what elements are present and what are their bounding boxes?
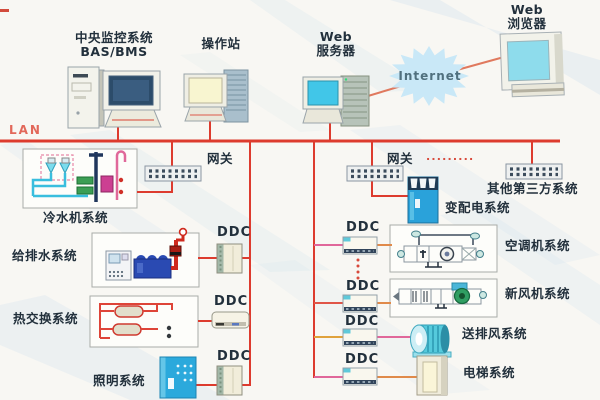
ddc-label-l3: DDC (217, 349, 252, 364)
ddc-label-r1: DDC (346, 220, 381, 235)
ddc-right-1 (342, 236, 378, 255)
ahu-diagram (397, 230, 484, 268)
lighting-panel (159, 356, 197, 399)
gateway-left-label: 网关 (207, 151, 234, 166)
third-party-device (504, 162, 564, 181)
chiller-diagram (31, 150, 127, 202)
ddc-label-r4: DDC (345, 352, 380, 367)
ddc-right-4 (342, 367, 378, 386)
ddc-left-2 (211, 311, 250, 329)
heat-diagram (99, 303, 173, 339)
freshair-diagram (393, 282, 487, 309)
ahu-label: 空调机系统 (505, 238, 571, 253)
third-party-label: 其他第三方系统 (487, 181, 579, 196)
exhaust-fan (410, 324, 452, 358)
power-label: 变配电系统 (445, 200, 511, 215)
elevator-label: 电梯系统 (463, 365, 516, 380)
gateway-dots: ......... (426, 150, 475, 163)
ddc-right-3 (342, 328, 378, 347)
exhaust-label: 送排风系统 (462, 326, 528, 341)
ddc-right-2 (342, 294, 378, 313)
web-browser-computer (499, 31, 565, 98)
web-server-computer (302, 75, 370, 127)
ddc-label-r2: DDC (346, 279, 381, 294)
water-diagram (105, 227, 188, 281)
ddc-left-3 (216, 365, 243, 396)
internet-label: Internet (398, 69, 462, 83)
lighting-label: 照明系统 (93, 373, 146, 388)
central-monitoring-computer (67, 66, 162, 129)
chiller-label: 冷水机系统 (43, 210, 109, 225)
ddc-label-l2: DDC (214, 294, 249, 309)
power-cabinet (407, 176, 439, 224)
ddc-label-l1: DDC (217, 225, 252, 240)
elevator-shaft (416, 355, 448, 396)
internet-cloud-shape (389, 46, 469, 106)
heat-label: 热交换系统 (13, 311, 79, 326)
water-label: 给排水系统 (12, 248, 78, 263)
operator-station-computer (183, 69, 249, 123)
gateway-right-device (345, 164, 405, 183)
ddc-branch-lines (314, 244, 417, 378)
ddc-label-r3: DDC (345, 314, 380, 329)
operator-station-label: 操作站 (201, 36, 241, 51)
gateway-right-label: 网关 (387, 151, 414, 166)
artifact-mark (0, 9, 9, 12)
ddc-left-1 (216, 243, 243, 274)
ddc-continuation-dots (356, 258, 360, 280)
freshair-label: 新风机系统 (505, 286, 571, 301)
gateway-left-device (143, 164, 203, 183)
lan-label: LAN (9, 123, 42, 137)
